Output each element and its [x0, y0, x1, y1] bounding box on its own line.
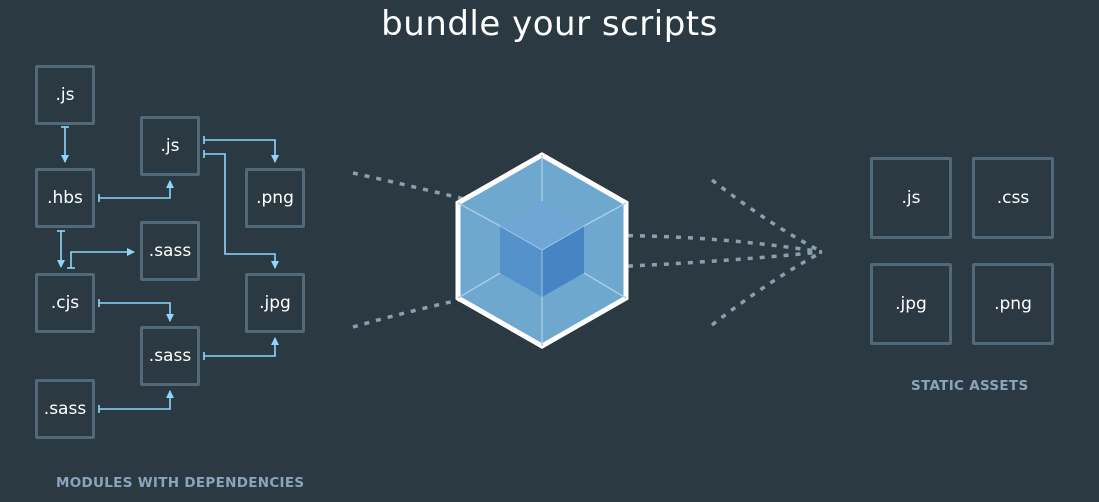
assets-caption: STATIC ASSETS: [911, 378, 1029, 394]
asset-js: .js: [870, 157, 952, 239]
arrow-cjs-to-sass: [70, 248, 135, 268]
module-js-2: .js: [140, 116, 200, 176]
arrow-hbs-to-js: [99, 180, 174, 199]
module-sass-middle: .sass: [140, 326, 200, 386]
flow-arrow-head-bottom: [710, 250, 823, 327]
arrow-cjs-to-sass2: [99, 302, 174, 322]
asset-jpg: .jpg: [870, 263, 952, 345]
flow-out-bottom: [579, 250, 823, 270]
page-title: bundle your scripts: [381, 4, 718, 44]
flow-out-top: [579, 233, 823, 254]
asset-css: .css: [972, 157, 1054, 239]
flow-arrow-head-top: [710, 178, 823, 254]
modules-caption: MODULES WITH DEPENDENCIES: [56, 475, 305, 491]
module-hbs: .hbs: [35, 168, 95, 228]
flow-lines: [352, 171, 823, 329]
arrow-sass-to-sass2: [99, 390, 174, 410]
module-sass-bottom: .sass: [35, 379, 95, 439]
arrow-js-to-jpg: [204, 153, 279, 269]
dependency-arrows: [57, 126, 279, 413]
bundler-cube-icon: [455, 152, 629, 349]
module-cjs: .cjs: [35, 273, 95, 333]
arrow-sass-to-jpg: [204, 337, 279, 357]
module-png: .png: [245, 168, 305, 228]
module-sass-top: .sass: [140, 221, 200, 281]
module-jpg: .jpg: [245, 273, 305, 333]
module-js: .js: [35, 65, 95, 125]
arrow-js-to-png: [204, 139, 279, 163]
asset-png: .png: [972, 263, 1054, 345]
